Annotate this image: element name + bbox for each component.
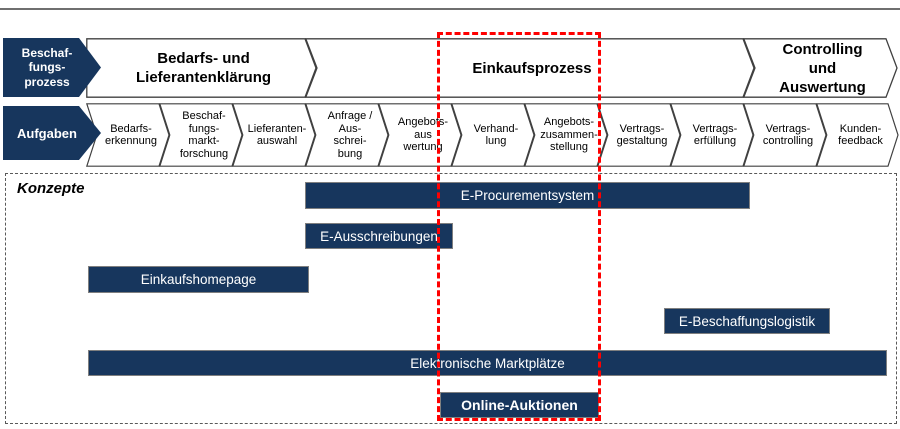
- pentagon-arrow-shape: [3, 106, 101, 160]
- chevron-shape: [670, 103, 754, 167]
- concept-bar-einkaufshomepage: Einkaufshomepage: [88, 266, 309, 293]
- tasks-row-caption: Aufgaben: [3, 106, 101, 160]
- concept-bar-e-beschaffungslogistik: E-Beschaffungslogistik: [664, 308, 830, 334]
- phase-bedarfs-lieferantenklaerung: Bedarfs- und Lieferantenklärung: [86, 38, 317, 98]
- concept-bar-online-auktionen: Online-Auktionen: [440, 392, 599, 418]
- process-row-caption: Beschaf- fungs- prozess: [3, 38, 101, 97]
- task-label: Vertrags- gestaltung: [616, 122, 668, 148]
- chevron-shape: [597, 103, 681, 167]
- phase-label: Controlling und Auswertung: [779, 40, 866, 96]
- task-angebotszusammenstellung: Angebots- zusammen- stellung: [524, 103, 608, 167]
- concept-bar-e-ausschreibungen: E-Ausschreibungen: [305, 223, 453, 249]
- chevron-shape: [86, 38, 317, 98]
- chevron-shape: [378, 103, 462, 167]
- chevron-shape: [524, 103, 608, 167]
- chevron-shape: [159, 103, 243, 167]
- phase-einkaufsprozess: Einkaufsprozess: [305, 38, 755, 98]
- concept-bar-elektronische-marktplaetze: Elektronische Marktplätze: [88, 350, 887, 376]
- task-vertragscontrolling: Vertrags- controlling: [743, 103, 827, 167]
- chevron-shape: [451, 103, 535, 167]
- task-label: Lieferanten- auswahl: [247, 122, 307, 148]
- task-lieferantenauswahl: Lieferanten- auswahl: [232, 103, 316, 167]
- task-label: Bedarfs- erkennung: [105, 122, 157, 148]
- chevron-shape: [816, 103, 899, 167]
- task-beschaffungsmarktforschung: Beschaf- fungs- markt- forschung: [159, 103, 243, 167]
- task-label: Kunden- feedback: [838, 122, 883, 148]
- task-angebotsauswertung: Angebots- aus wertung: [378, 103, 462, 167]
- concept-bar-e-procurementsystem: E-Procurementsystem: [305, 182, 750, 209]
- task-label: Anfrage / Aus- schrei- bung: [327, 110, 373, 160]
- task-vertragserfuellung: Vertrags- erfüllung: [670, 103, 754, 167]
- chevron-shape: [305, 103, 389, 167]
- tasks-row-caption-label: Aufgaben: [17, 125, 77, 141]
- task-label: Angebots- aus wertung: [397, 116, 449, 154]
- pentagon-arrow-shape: [3, 38, 101, 97]
- task-label: Vertrags- erfüllung: [692, 122, 738, 148]
- task-vertragsgestaltung: Vertrags- gestaltung: [597, 103, 681, 167]
- task-label: Beschaf- fungs- markt- forschung: [179, 110, 229, 160]
- top-divider-line: [0, 8, 900, 10]
- konzepte-section-title: Konzepte: [17, 180, 85, 197]
- phase-controlling-auswertung: Controlling und Auswertung: [743, 38, 898, 98]
- task-anfrage-ausschreibung: Anfrage / Aus- schrei- bung: [305, 103, 389, 167]
- task-label: Angebots- zusammen- stellung: [540, 116, 598, 154]
- task-verhandlung: Verhand- lung: [451, 103, 535, 167]
- task-label: Vertrags- controlling: [762, 122, 814, 148]
- chevron-shape: [743, 103, 827, 167]
- konzepte-section-box: [5, 173, 897, 424]
- chevron-shape: [743, 38, 898, 98]
- task-kundenfeedback: Kunden- feedback: [816, 103, 899, 167]
- chevron-shape: [305, 38, 755, 98]
- phase-label: Bedarfs- und Lieferantenklärung: [135, 50, 272, 86]
- phase-label: Einkaufsprozess: [472, 59, 592, 77]
- process-row-caption-label: Beschaf- fungs- prozess: [21, 45, 73, 89]
- task-label: Verhand- lung: [473, 122, 519, 148]
- chevron-shape: [232, 103, 316, 167]
